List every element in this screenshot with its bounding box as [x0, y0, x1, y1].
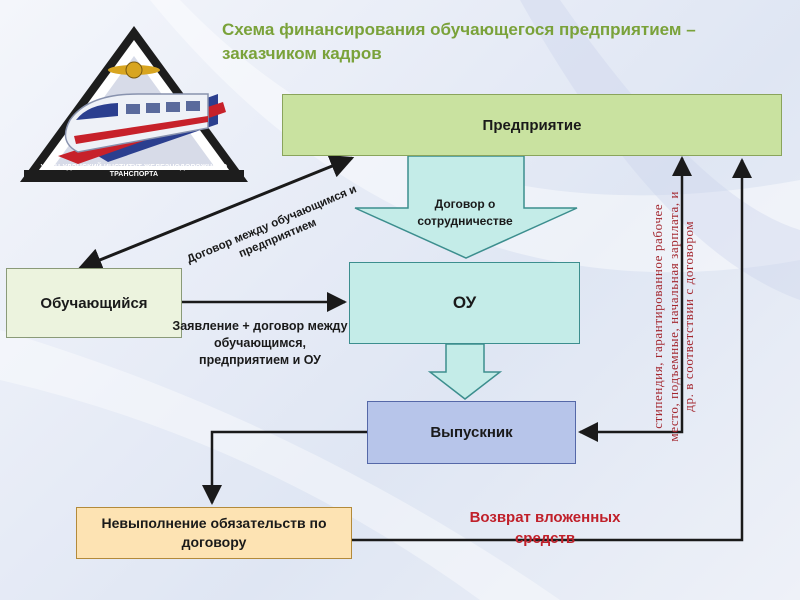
ou-label: ОУ: [452, 293, 477, 312]
student-label: Обучающийся: [40, 294, 148, 312]
cooperation-contract-label: Договор о сотрудничестве: [417, 197, 513, 228]
graduation-block-arrow: [427, 343, 503, 400]
nonfulfillment-label: Невыполнение обязательств по договору: [101, 515, 327, 550]
page-title: Схема финансирования обучающегося предпр…: [222, 20, 696, 63]
cooperation-block-arrow: [354, 155, 578, 259]
nonfulfillment-arrow: [202, 430, 367, 505]
refund-label: Возврат вложенных средств: [469, 509, 621, 547]
railway-train-logo: [20, 26, 248, 182]
benefits-arrow: [578, 156, 692, 442]
application-label: Заявление + договор между обучающимся, п…: [172, 319, 348, 367]
refund-arrow: [352, 158, 752, 542]
graduate-label: Выпускник: [430, 424, 513, 441]
graduate-node: Выпускник: [367, 401, 576, 464]
enterprise-node: Предприятие: [282, 94, 782, 156]
benefits-label: стипендия, гарантированное рабочее место…: [649, 190, 696, 442]
nonfulfillment-node: Невыполнение обязательств по договору: [76, 507, 352, 559]
student-node: Обучающийся: [6, 268, 182, 338]
enterprise-label: Предприятие: [482, 116, 582, 134]
ou-node: ОУ: [349, 262, 580, 344]
student-enterprise-contract-arrow: [77, 154, 355, 272]
